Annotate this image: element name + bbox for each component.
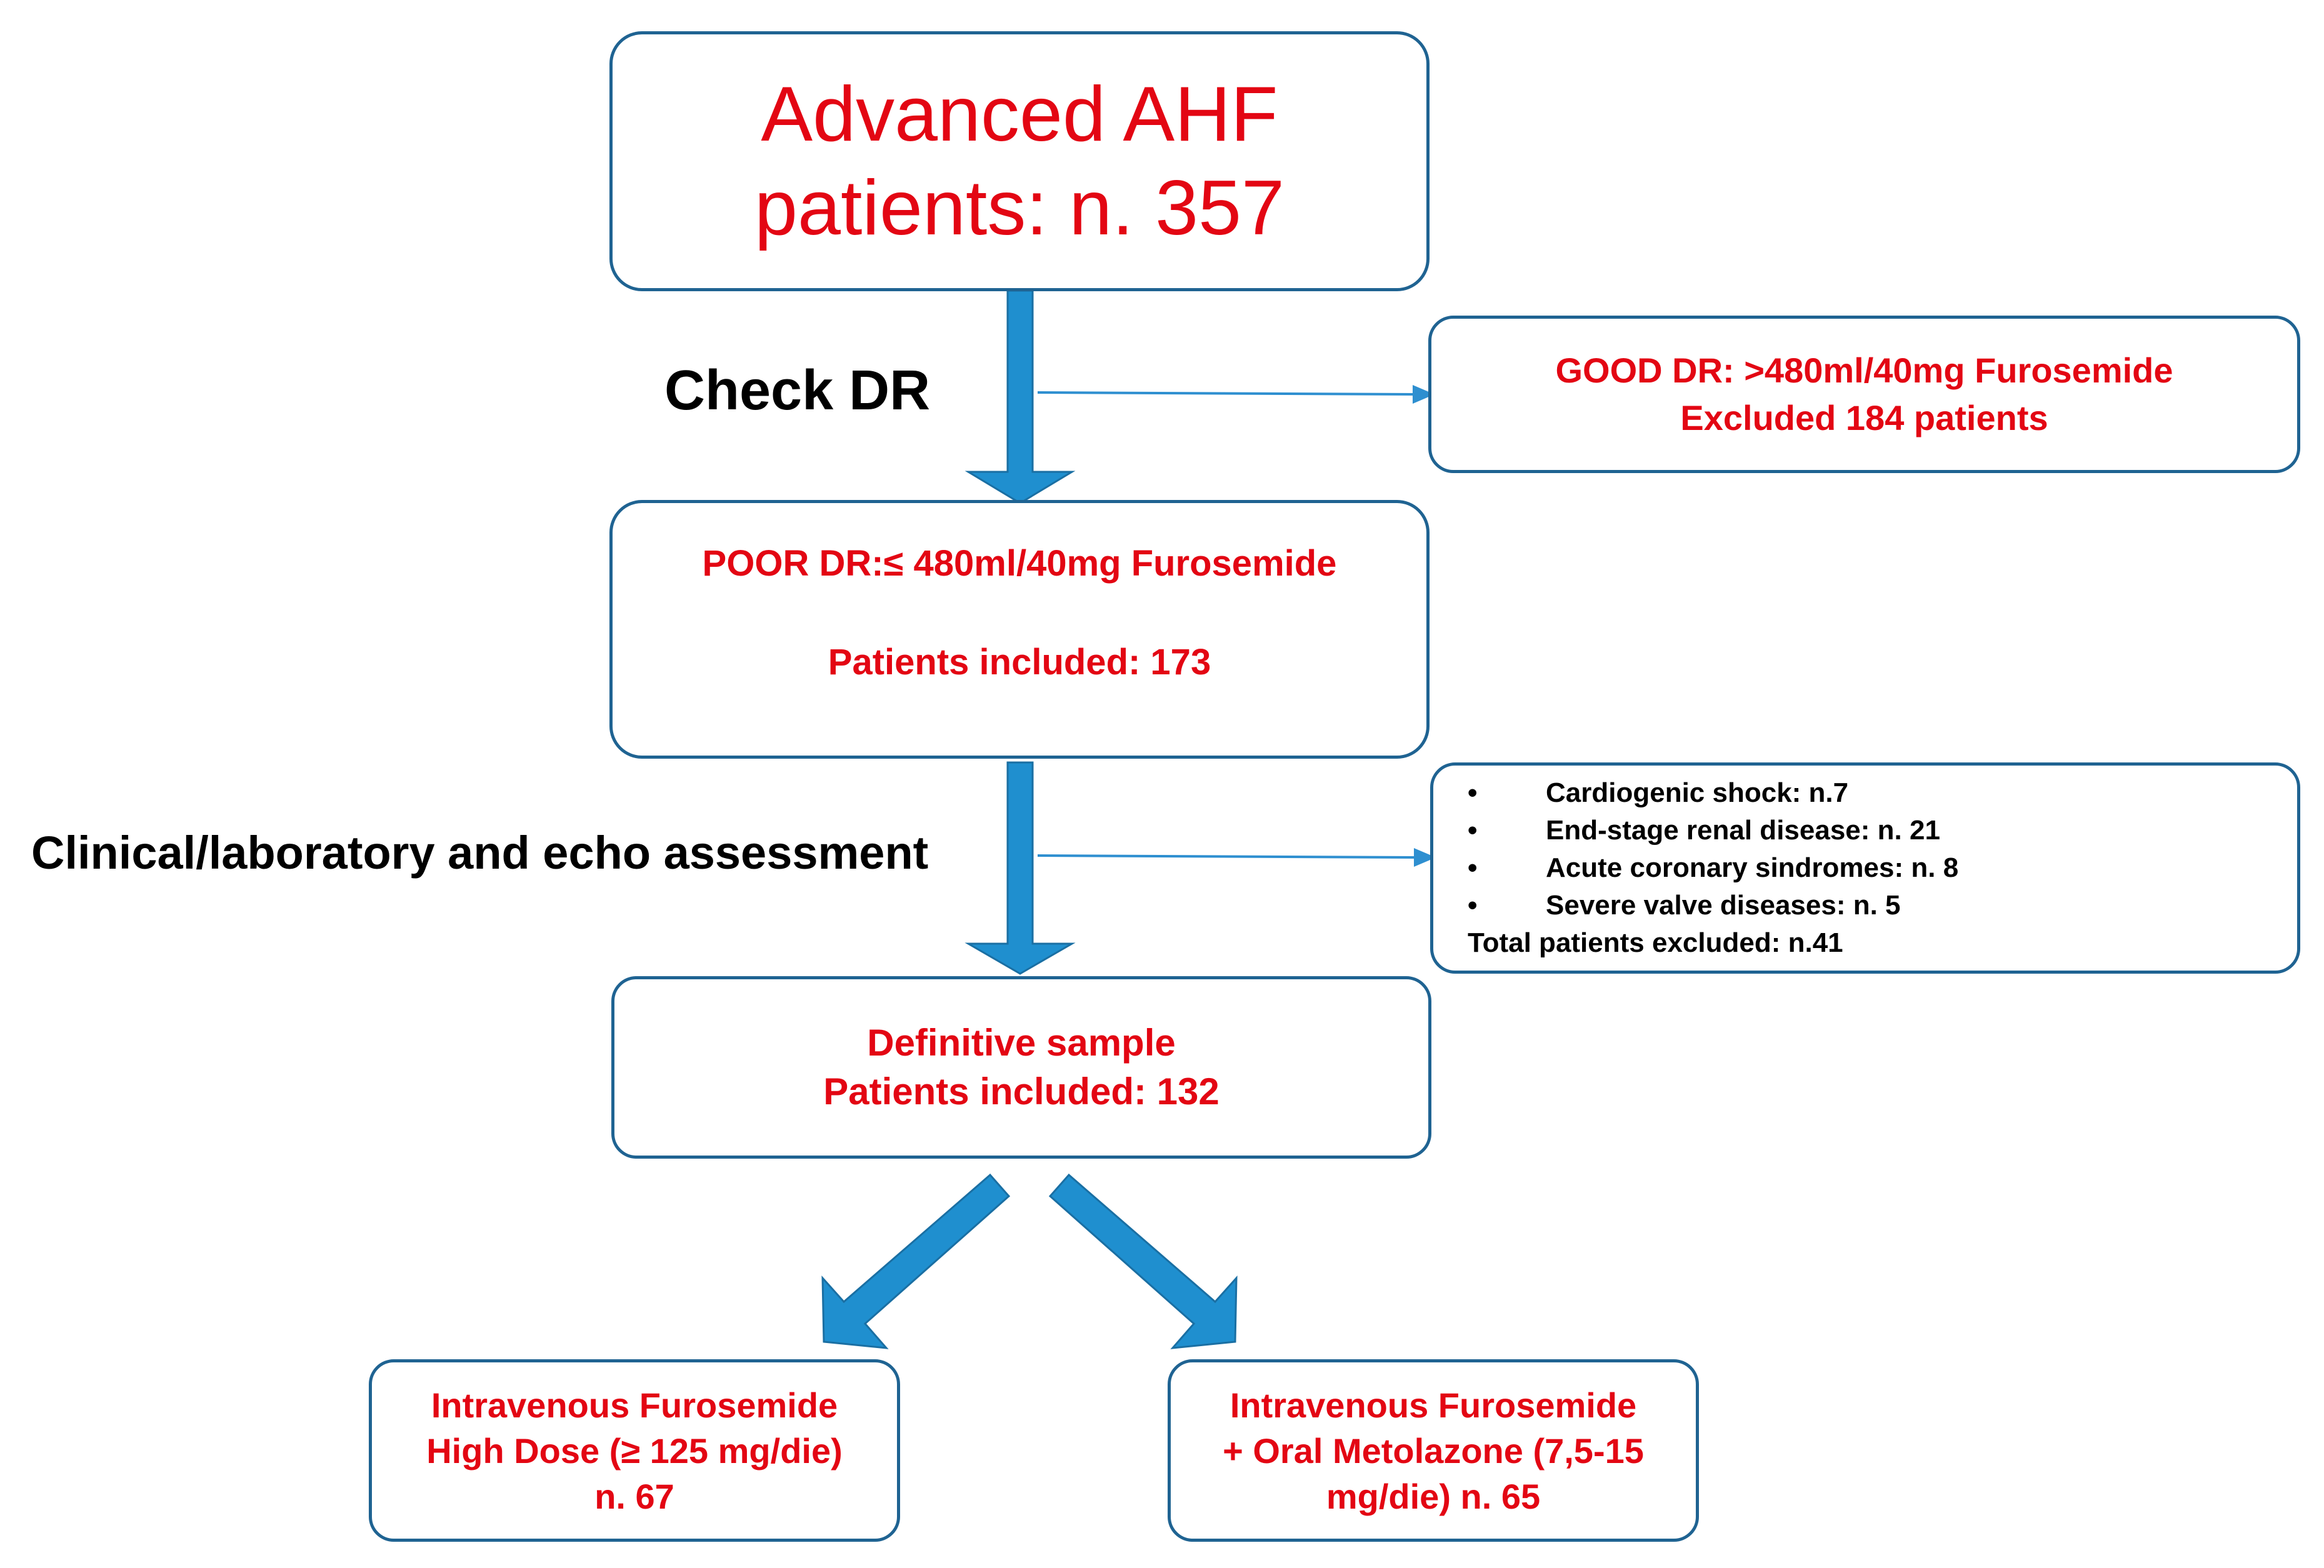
arrow-down-2	[964, 761, 1076, 975]
good-dr-box: GOOD DR: >480ml/40mg Furosemide Excluded…	[1428, 316, 2300, 473]
bullet: •	[1468, 777, 1478, 808]
exclusions-total: Total patients excluded: n.41	[1468, 927, 1843, 958]
good-dr-line-1: GOOD DR: >480ml/40mg Furosemide	[1555, 351, 2173, 390]
arrow-split-left	[821, 1173, 1011, 1349]
bullet: •	[1468, 890, 1478, 921]
poor-dr-box: POOR DR:≤ 480ml/40mg Furosemide Patients…	[609, 500, 1430, 759]
exclusion-item-label: Acute coronary sindromes: n. 8	[1546, 852, 1959, 883]
exclusion-item: • Severe valve diseases: n. 5	[1468, 887, 1958, 924]
exclusion-item: • End-stage renal disease: n. 21	[1468, 812, 1958, 849]
start-box-line-2: patients: n. 357	[754, 165, 1285, 251]
definitive-sample-box: Definitive sample Patients included: 132	[611, 976, 1431, 1159]
poor-dr-line-1: POOR DR:≤ 480ml/40mg Furosemide	[702, 543, 1337, 584]
connector-arrowhead-good	[1413, 384, 1435, 404]
connector-line-good	[1037, 391, 1418, 396]
exclusion-item: • Cardiogenic shock: n.7	[1468, 774, 1958, 812]
bullet: •	[1468, 815, 1478, 846]
definitive-line-2: Patients included: 132	[823, 1071, 1220, 1112]
connector-line-exclusions	[1037, 854, 1420, 859]
arrow-split-right	[1048, 1173, 1238, 1349]
definitive-line-1: Definitive sample	[867, 1022, 1176, 1064]
exclusion-item: • Acute coronary sindromes: n. 8	[1468, 849, 1958, 887]
poor-dr-line-2: Patients included: 173	[828, 642, 1211, 682]
bullet: •	[1468, 852, 1478, 883]
metolazone-line-1: Intravenous Furosemide	[1230, 1385, 1637, 1425]
high-dose-arm-box: Intravenous Furosemide High Dose (≥ 125 …	[369, 1359, 900, 1542]
start-box-line-1: Advanced AHF	[761, 71, 1278, 157]
exclusion-item-label: End-stage renal disease: n. 21	[1546, 815, 1940, 846]
connector-arrowhead-exclusions	[1414, 847, 1436, 867]
metolazone-arm-box: Intravenous Furosemide + Oral Metolazone…	[1168, 1359, 1699, 1542]
high-dose-line-2: High Dose (≥ 125 mg/die)	[426, 1431, 843, 1471]
arrow-down-1	[964, 289, 1076, 504]
metolazone-line-2: + Oral Metolazone (7,5-15	[1223, 1431, 1644, 1471]
assessment-label: Clinical/laboratory and echo assessment	[31, 827, 929, 879]
good-dr-line-2: Excluded 184 patients	[1680, 398, 2048, 437]
exclusions-box: • Cardiogenic shock: n.7 • End-stage renal…	[1430, 762, 2300, 974]
metolazone-line-3: mg/die) n. 65	[1326, 1476, 1541, 1516]
high-dose-line-1: Intravenous Furosemide	[431, 1385, 838, 1425]
high-dose-line-3: n. 67	[594, 1476, 674, 1516]
exclusions-list: • Cardiogenic shock: n.7 • End-stage renal…	[1468, 774, 1958, 924]
start-box: Advanced AHF patients: n. 357	[609, 31, 1430, 291]
exclusion-item-label: Severe valve diseases: n. 5	[1546, 890, 1901, 921]
check-dr-label: Check DR	[664, 359, 931, 422]
exclusion-item-label: Cardiogenic shock: n.7	[1546, 777, 1849, 808]
